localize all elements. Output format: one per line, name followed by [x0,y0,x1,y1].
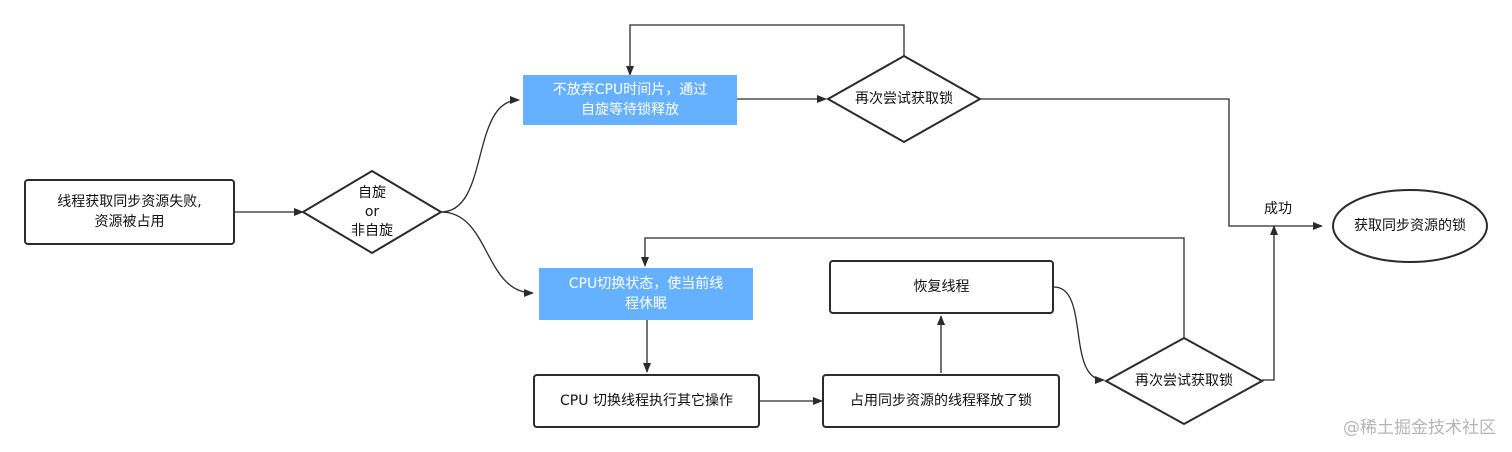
watermark: @稀土掘金技术社区 [1343,418,1496,438]
release-node: 占用同步资源的线程释放了锁 [822,374,1060,428]
edge-retry-bottom-to-success [1262,225,1278,381]
retry-top-diamond [825,54,983,144]
decision-label: 自旋 or 非自旋 [351,184,393,239]
cpu-switch-node: CPU 切换线程执行其它操作 [533,374,760,428]
spin-node: 不放弃CPU时间片，通过 自旋等待锁释放 [523,75,737,125]
switch-state-node: CPU切换状态，使当前线 程休眠 [539,268,753,320]
edge-retry-bottom-loop [641,237,1185,338]
acquired-ellipse [1332,189,1488,263]
decision-diamond [301,169,443,255]
resume-node: 恢复线程 [829,260,1054,314]
retry-bottom-diamond [1103,336,1265,426]
retry-bottom-label: 再次尝试获取锁 [1135,372,1233,389]
retry-top-label: 再次尝试获取锁 [855,90,953,107]
edge-resume-to-retry [1053,286,1105,384]
edge-decision-to-switch [440,211,534,297]
edge-decision-to-spin [440,96,520,213]
success-label: 成功 [1264,201,1292,217]
acquired-label: 获取同步资源的锁 [1354,217,1466,234]
start-node: 线程获取同步资源失败, 资源被占用 [24,179,235,245]
edge-retry-loop [626,24,905,76]
